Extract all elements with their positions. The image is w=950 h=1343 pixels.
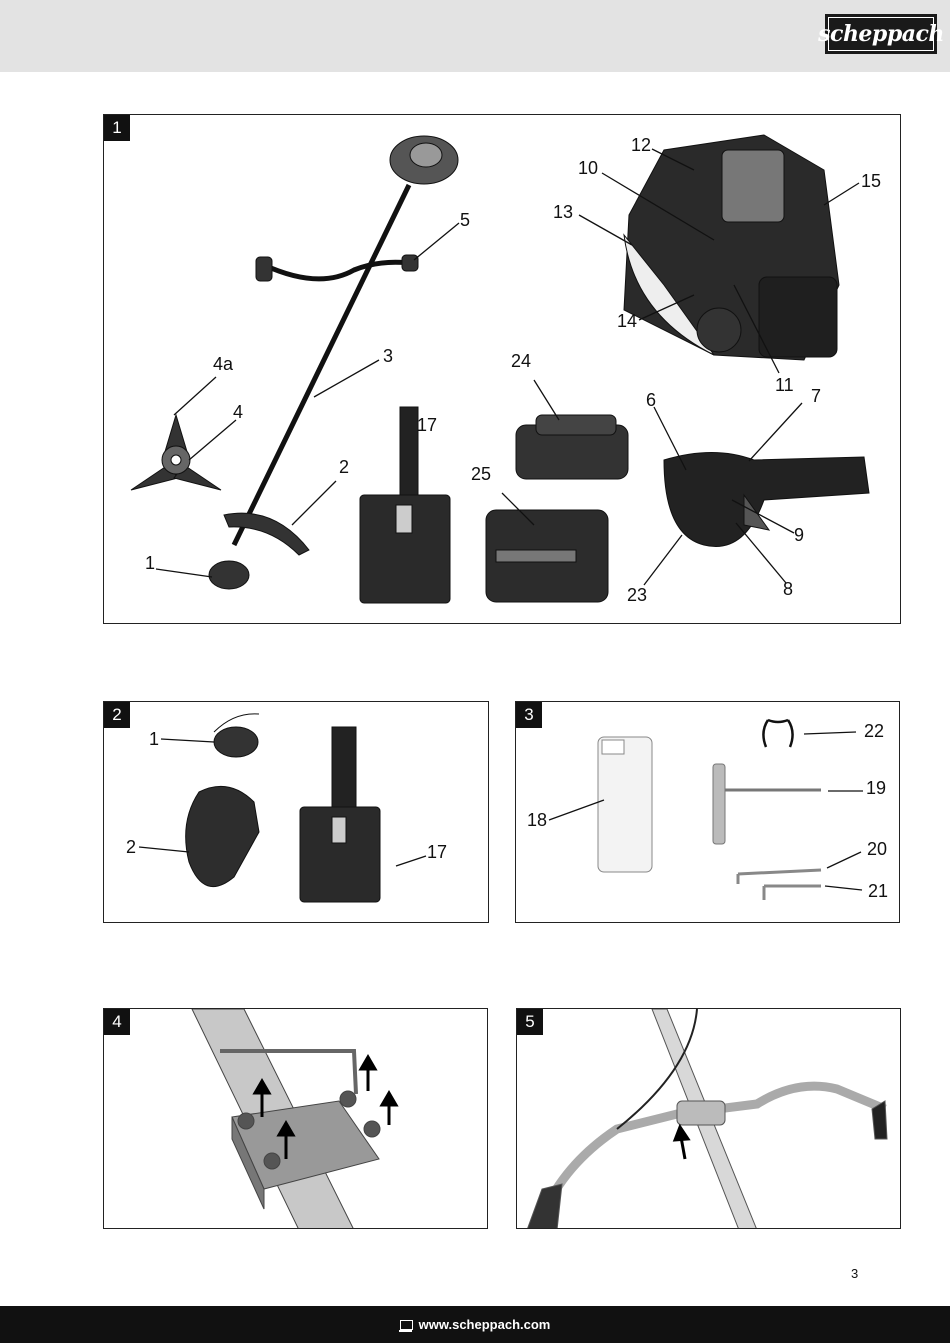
label-2: 2 [339,457,350,477]
label-2: 2 [126,837,137,857]
clamp-bolts-illustration [191,1009,399,1228]
figure-3: 3 18 19 20 21 22 [515,701,900,923]
label-4a: 4a [213,354,234,374]
footer-bar: www.scheppach.com [0,1306,950,1343]
figure-number: 3 [516,702,542,728]
label-19: 19 [866,778,887,798]
label-1: 1 [149,729,160,749]
scheppach-logo: scheppach [818,14,944,54]
label-21: 21 [868,881,889,901]
label-8: 8 [783,579,794,599]
trimmer-overview-illustration [130,134,870,604]
label-6: 6 [646,390,657,410]
label-1: 1 [145,553,156,573]
label-9: 9 [794,525,805,545]
label-7: 7 [811,386,822,406]
label-17: 17 [427,842,448,862]
figure-number: 2 [104,702,130,728]
label-12: 12 [631,135,652,155]
handlebar-attachment-illustration [527,1009,888,1228]
page-number: 3 [851,1266,859,1281]
label-15: 15 [861,171,882,191]
figure-2: 2 1 2 17 [103,701,489,923]
label-4: 4 [233,402,244,422]
label-23: 23 [627,585,648,605]
label-17: 17 [417,415,438,435]
accessories-illustration [548,718,863,900]
label-10: 10 [578,158,599,178]
guard-spool-harness-illustration [138,713,427,903]
label-24: 24 [511,351,532,371]
header-bar: scheppach [0,0,950,72]
figure-number: 1 [104,115,130,141]
computer-icon [398,1319,413,1332]
figure-5: 5 [516,1008,901,1229]
label-18: 18 [527,810,548,830]
label-13: 13 [553,202,574,222]
figure-number: 5 [517,1009,543,1035]
label-11: 11 [775,375,794,395]
label-3: 3 [383,346,394,366]
label-22: 22 [864,721,885,741]
label-25: 25 [471,464,492,484]
figure-4: 4 [103,1008,488,1229]
label-14: 14 [617,311,638,331]
label-5: 5 [460,210,471,230]
website-link[interactable]: www.scheppach.com [418,1317,551,1332]
figure-number: 4 [104,1009,130,1035]
label-20: 20 [867,839,888,859]
figure-1: 1 [103,114,901,624]
